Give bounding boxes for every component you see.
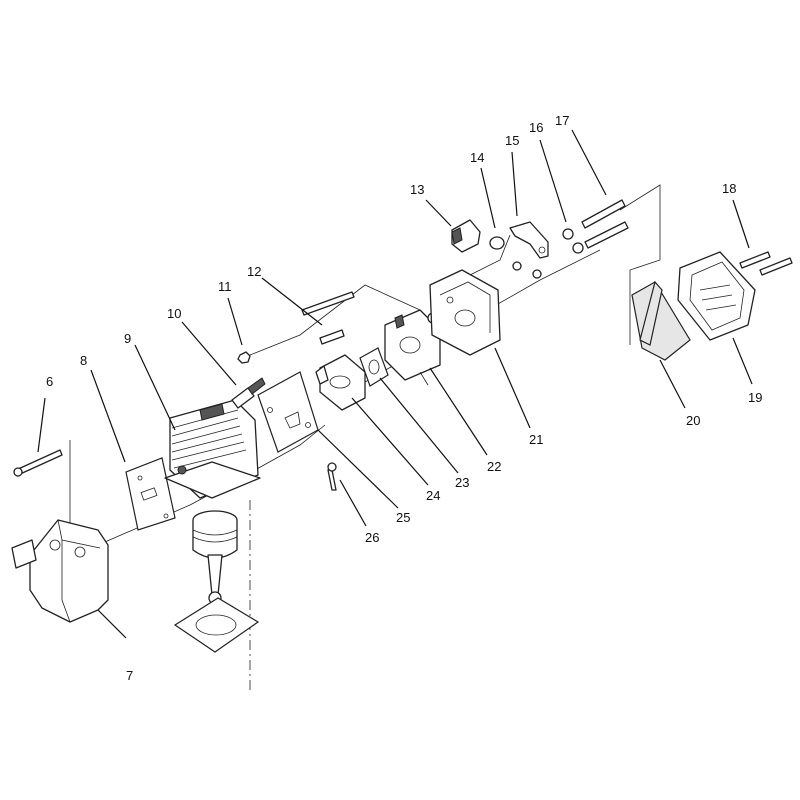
callout-19: 19 (748, 390, 762, 405)
nut-part (237, 351, 251, 364)
callout-20: 20 (686, 413, 700, 428)
callout-labels: 6 7 8 9 10 11 12 13 14 15 16 17 18 19 20… (46, 113, 762, 683)
spark-plug-part (231, 377, 266, 409)
washer-set-part (512, 228, 584, 279)
primer-bulb-part (451, 219, 481, 253)
muffler-part (11, 519, 109, 623)
callout-10: 10 (167, 306, 181, 321)
crankcase-gasket-part (173, 597, 260, 653)
grommet-part (489, 236, 505, 250)
air-filter-part (631, 280, 691, 361)
callout-12: 12 (247, 264, 261, 279)
air-cleaner-cover-part (677, 251, 756, 341)
callout-14: 14 (470, 150, 484, 165)
callout-16: 16 (529, 120, 543, 135)
choke-lever-part (509, 221, 549, 259)
muffler-gasket-part (125, 457, 176, 531)
cover-screw-part (739, 251, 793, 276)
callout-17: 17 (555, 113, 569, 128)
long-bolt-part (581, 199, 629, 249)
callout-25: 25 (396, 510, 410, 525)
cylinder-part (164, 399, 261, 499)
callout-23: 23 (455, 475, 469, 490)
intake-manifold-part (315, 354, 366, 411)
callout-6: 6 (46, 374, 53, 389)
insulator-plate-part (257, 371, 319, 453)
callout-9: 9 (124, 331, 131, 346)
assembly-axes (69, 184, 661, 690)
callout-18: 18 (722, 181, 736, 196)
callout-21: 21 (529, 432, 543, 447)
air-cleaner-base-part (429, 269, 501, 356)
leader-lines (37, 129, 753, 639)
callout-8: 8 (80, 353, 87, 368)
callout-22: 22 (487, 459, 501, 474)
callout-15: 15 (505, 133, 519, 148)
callout-11: 11 (218, 279, 232, 294)
stud-part (301, 291, 355, 345)
carburetor-gasket-part (359, 347, 389, 387)
muffler-bolt-part (13, 449, 63, 477)
callout-7: 7 (126, 668, 133, 683)
callout-24: 24 (426, 488, 440, 503)
callout-26: 26 (365, 530, 379, 545)
callout-13: 13 (410, 182, 424, 197)
piston-part (192, 510, 238, 605)
screw-part (327, 462, 337, 491)
